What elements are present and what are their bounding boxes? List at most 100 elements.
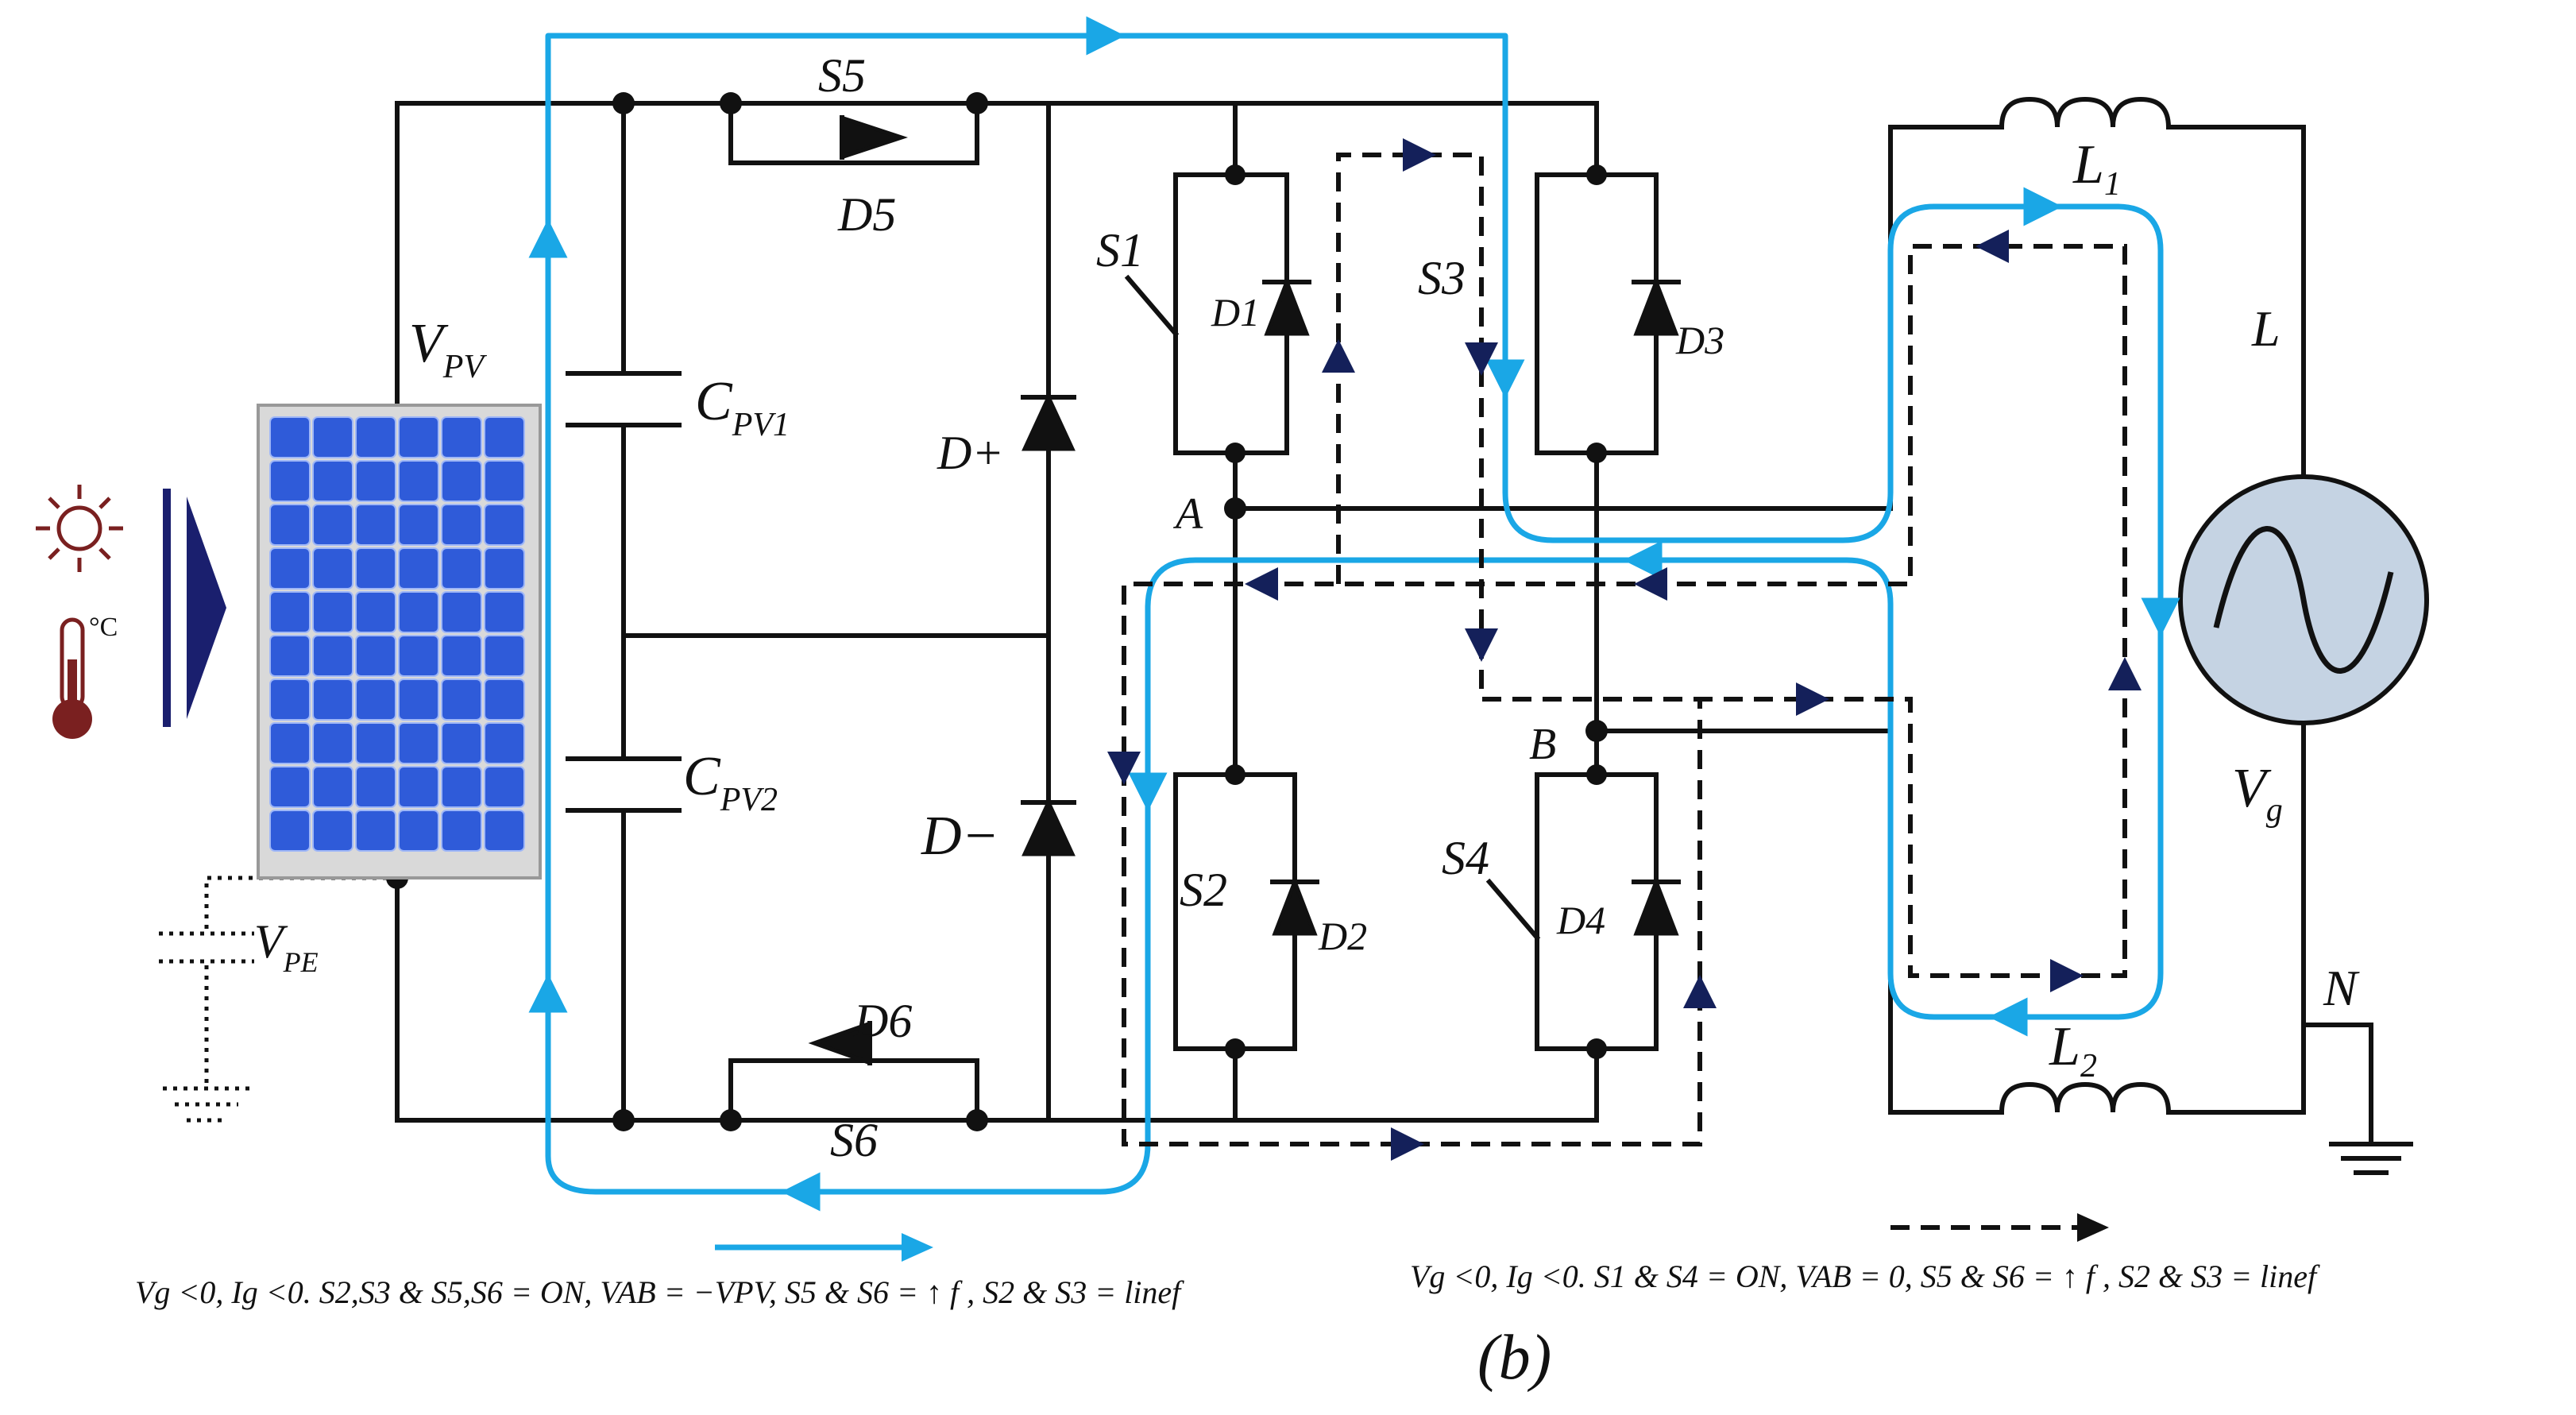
current-path-blue: [528, 16, 2180, 1212]
label-s1: S1: [1096, 224, 1144, 276]
solar-cell: [441, 722, 482, 764]
solar-cell: [269, 460, 311, 502]
figure-label: (b): [1477, 1323, 1551, 1393]
label-vg: Vg: [2232, 758, 2283, 829]
inductor-l1: [1999, 96, 2172, 130]
label-dplus: D+: [937, 427, 1004, 479]
solar-cell: [269, 722, 311, 764]
solar-cell: [355, 810, 396, 852]
solar-cell: [398, 591, 439, 633]
solar-cell: [312, 722, 353, 764]
label-d4: D4: [1556, 898, 1605, 942]
solar-cell: [269, 547, 311, 590]
caption-left: Vg <0, Ig <0. S2,S3 & S5,S6 = ON, VAB = …: [135, 1274, 1184, 1310]
switch-s3: [1535, 172, 1681, 455]
label-node-b: B: [1529, 720, 1556, 769]
solar-cell: [312, 810, 353, 852]
diode-dplus: [1021, 392, 1076, 451]
solar-cell: [441, 635, 482, 677]
solar-cell: [484, 679, 525, 721]
solar-cell: [484, 591, 525, 633]
solar-cell: [398, 547, 439, 590]
sun-icon: [36, 485, 123, 572]
diode-dminus: [1021, 798, 1076, 856]
solar-cell: [484, 766, 525, 808]
solar-cell: [398, 810, 439, 852]
label-s6: S6: [830, 1114, 878, 1166]
solar-cell: [312, 547, 353, 590]
solar-cell: [355, 591, 396, 633]
label-line-l: L: [2251, 300, 2281, 357]
label-d1: D1: [1211, 290, 1260, 334]
solar-panel: [257, 404, 542, 880]
temp-unit: °C: [89, 613, 118, 642]
solar-cell: [484, 460, 525, 502]
solar-cell: [355, 460, 396, 502]
solar-cell: [441, 416, 482, 458]
solar-cell: [484, 504, 525, 546]
solar-cell: [355, 504, 396, 546]
label-neutral: N: [2323, 960, 2360, 1016]
solar-cell: [312, 766, 353, 808]
label-s5: S5: [818, 49, 866, 102]
solar-cell: [398, 635, 439, 677]
solar-cell: [355, 766, 396, 808]
label-cpv2: CPV2: [683, 746, 778, 818]
label-vpe: VPE: [254, 915, 319, 978]
solar-cell: [269, 766, 311, 808]
label-d3: D3: [1675, 318, 1724, 362]
label-s2: S2: [1180, 864, 1227, 916]
legend-dashed-arrow: [1890, 1213, 2109, 1242]
solar-cell: [484, 416, 525, 458]
label-s4: S4: [1442, 832, 1489, 884]
solar-cell: [312, 460, 353, 502]
solar-cell: [312, 679, 353, 721]
label-d2: D2: [1318, 914, 1367, 958]
solar-cell: [355, 635, 396, 677]
solar-cell: [355, 679, 396, 721]
solar-cell: [398, 722, 439, 764]
solar-cell: [484, 810, 525, 852]
main-wiring: [395, 101, 2413, 1175]
grid-source: [2178, 474, 2429, 725]
label-d6: D6: [853, 995, 912, 1047]
solar-cell: [312, 416, 353, 458]
capacitor-cpv1: [566, 371, 682, 427]
solar-cell: [355, 547, 396, 590]
thermometer-icon: °C: [52, 613, 118, 739]
solar-cell: [441, 591, 482, 633]
solar-cell: [484, 722, 525, 764]
solar-cell: [355, 416, 396, 458]
solar-cell: [312, 504, 353, 546]
label-s3: S3: [1418, 252, 1466, 304]
junction-dots: [386, 92, 1608, 1131]
label-l2: L2: [2049, 1016, 2097, 1084]
label-node-a: A: [1172, 489, 1203, 539]
solar-cell: [269, 635, 311, 677]
solar-cell: [312, 591, 353, 633]
solar-cell: [269, 810, 311, 852]
solar-cell: [269, 416, 311, 458]
solar-cell: [441, 460, 482, 502]
solar-cell: [441, 766, 482, 808]
label-d5: D5: [837, 188, 896, 241]
solar-cell: [398, 766, 439, 808]
irradiance-arrow: [163, 489, 226, 727]
solar-cell: [441, 679, 482, 721]
solar-cell: [484, 547, 525, 590]
label-l1: L1: [2072, 134, 2121, 203]
inductor-l2: [1999, 1081, 2172, 1115]
solar-cell: [441, 547, 482, 590]
solar-cell: [484, 635, 525, 677]
solar-cell: [269, 679, 311, 721]
solar-cell: [398, 460, 439, 502]
label-cpv1: CPV1: [695, 371, 790, 443]
solar-cell: [312, 635, 353, 677]
solar-cell: [269, 504, 311, 546]
solar-cell: [269, 591, 311, 633]
caption-right: Vg <0, Ig <0. S1 & S4 = ON, VAB = 0, S5 …: [1410, 1258, 2320, 1294]
component-labels: VPV CPV1 CPV2 VPE S5 D5 D6 S6 D+ D− S1 D…: [254, 49, 2360, 1166]
label-vpv: VPV: [409, 313, 487, 385]
label-dminus: D−: [921, 806, 999, 867]
